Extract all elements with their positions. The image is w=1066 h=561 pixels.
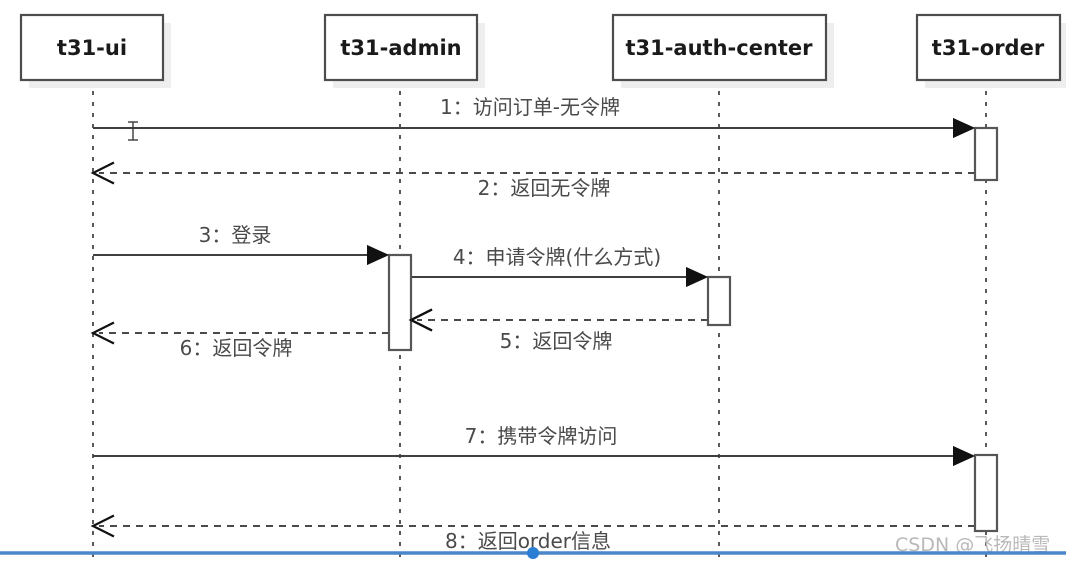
participant-label-t31-auth-center: t31-auth-center (625, 36, 813, 60)
message-label-8: 8：返回order信息 (445, 529, 611, 553)
message-7[interactable]: 7：携带令牌访问 (93, 424, 975, 466)
participant-box[interactable] (611, 13, 828, 82)
participant-box[interactable] (915, 13, 1062, 82)
horizontal-scrollbar[interactable] (0, 547, 1066, 559)
arrowhead-open-icon (90, 514, 115, 538)
message-1[interactable]: 1：访问订单-无令牌 (93, 95, 975, 138)
participant-label-t31-admin: t31-admin (340, 36, 461, 60)
message-label-7: 7：携带令牌访问 (465, 424, 618, 448)
lifelines-layer (92, 80, 987, 561)
arrowhead-filled-icon (367, 245, 389, 265)
message-5[interactable]: 5：返回令牌 (408, 308, 708, 353)
activation-bar-order-2[interactable] (973, 453, 999, 533)
message-6[interactable]: 6：返回令牌 (90, 321, 389, 360)
message-label-4: 4：申请令牌(什么方式) (453, 245, 661, 269)
activation-bars-layer (387, 126, 999, 533)
arrowheads-overlay (367, 118, 975, 466)
message-label-1: 1：访问订单-无令牌 (440, 95, 620, 119)
arrowhead-open-icon (90, 321, 115, 345)
message-8[interactable]: 8：返回order信息 (90, 514, 975, 553)
csdn-watermark: CSDN @飞扬晴雪 (895, 534, 1050, 556)
message-label-5: 5：返回令牌 (500, 329, 613, 353)
participant-t31-order[interactable]: t31-order (915, 13, 1066, 88)
participant-box[interactable] (19, 13, 165, 82)
message-3[interactable]: 3：登录 (93, 223, 389, 265)
activation-bar-auth-center-1[interactable] (706, 275, 732, 327)
participant-label-t31-order: t31-order (932, 36, 1045, 60)
participant-box[interactable] (323, 13, 479, 82)
activation-bar-admin-1[interactable] (387, 253, 413, 352)
participant-t31-auth-center[interactable]: t31-auth-center (611, 13, 834, 88)
message-label-6: 6：返回令牌 (180, 336, 293, 360)
activation-bar-order-1[interactable] (973, 126, 999, 182)
participant-label-t31-ui: t31-ui (57, 36, 127, 60)
scrollbar-knob[interactable] (527, 547, 539, 559)
message-4[interactable]: 4：申请令牌(什么方式) (411, 245, 708, 287)
message-2[interactable]: 2：返回无令牌 (90, 161, 975, 200)
arrowhead-filled-icon (953, 446, 975, 466)
participant-t31-ui[interactable]: t31-ui (19, 13, 171, 88)
text-ibeam-cursor (128, 121, 138, 141)
arrowhead-filled-icon (686, 267, 708, 287)
arrowhead-open-icon (408, 308, 433, 332)
arrowhead-filled-icon (953, 118, 975, 138)
participant-t31-admin[interactable]: t31-admin (323, 13, 485, 88)
message-label-2: 2：返回无令牌 (478, 176, 611, 200)
arrowhead-open-icon (90, 161, 115, 185)
message-label-3: 3：登录 (199, 223, 272, 247)
